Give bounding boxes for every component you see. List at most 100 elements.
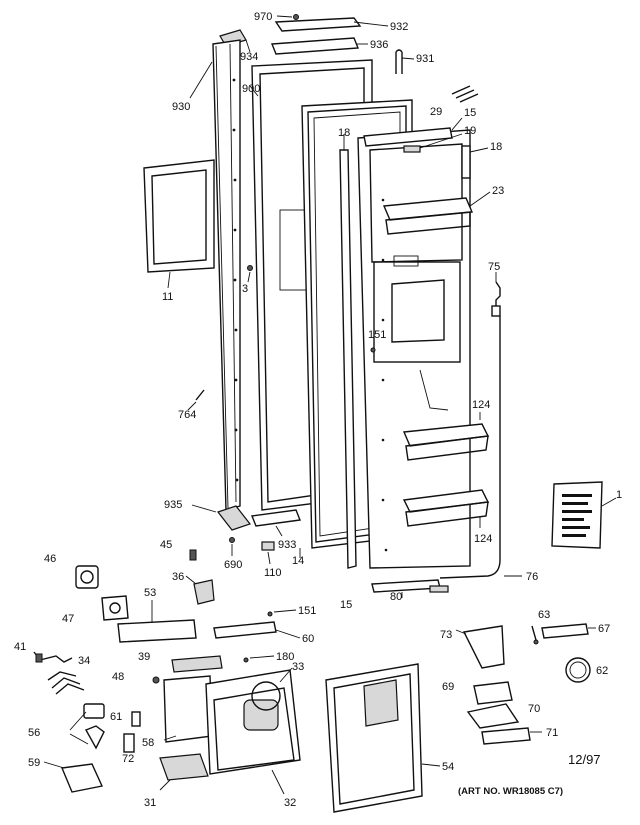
part-53-plate — [117, 600, 197, 643]
label-39: 39 — [138, 651, 150, 663]
part-690-screw — [229, 537, 235, 556]
part-60-bracket — [213, 621, 301, 639]
part-73-chute — [455, 625, 505, 669]
part-36-actuator — [185, 575, 215, 605]
label-31: 31 — [144, 797, 156, 809]
part-3-screw — [247, 265, 253, 283]
part-54-front-cover — [325, 663, 441, 813]
part-69-flapper — [473, 681, 513, 705]
part-34-harness — [47, 671, 85, 695]
label-11: 11 — [162, 291, 173, 303]
part-180-screw — [243, 655, 275, 663]
label-36: 36 — [172, 571, 184, 583]
label-56: 56 — [28, 727, 40, 739]
label-18a: 18 — [338, 127, 350, 139]
label-60: 60 — [302, 633, 314, 645]
label-110: 110 — [264, 567, 282, 579]
label-59: 59 — [28, 757, 40, 769]
part-67-lever — [541, 623, 596, 639]
label-931: 931 — [416, 53, 434, 65]
label-29: 29 — [430, 106, 442, 118]
part-124-upper-bin — [402, 412, 490, 461]
part-151-screw-b — [267, 609, 297, 617]
part-80-trim — [371, 579, 449, 598]
part-18-right-trim — [461, 145, 489, 179]
label-47: 47 — [62, 613, 74, 625]
part-15-top-bar — [363, 117, 463, 147]
label-23: 23 — [492, 185, 504, 197]
label-690: 690 — [224, 559, 242, 571]
label-32: 32 — [284, 797, 296, 809]
label-18b: 18 — [490, 141, 502, 153]
part-11-dispenser-window — [143, 159, 215, 289]
part-32-dispenser-housing — [205, 669, 301, 795]
label-15b: 15 — [340, 599, 352, 611]
label-71: 71 — [546, 727, 558, 739]
part-46-knob — [75, 565, 99, 589]
label-33: 33 — [292, 661, 304, 673]
part-61-socket — [131, 711, 141, 727]
label-930: 930 — [172, 101, 190, 113]
label-124b: 124 — [474, 533, 492, 545]
label-124a: 124 — [472, 399, 490, 411]
part-930-door-outer-panel — [189, 39, 241, 511]
label-62: 62 — [596, 665, 608, 677]
label-934: 934 — [240, 51, 258, 63]
label-151a: 151 — [368, 329, 386, 341]
label-34: 34 — [78, 655, 90, 667]
part-31-drip-tray — [159, 753, 209, 791]
part-62-ring — [565, 657, 591, 683]
label-932: 932 — [390, 21, 408, 33]
part-23-upper-shelf — [382, 191, 491, 235]
part-47-switch — [101, 595, 129, 621]
part-76-water-tube — [439, 316, 522, 579]
part-56-light — [69, 703, 105, 750]
label-1: 1 — [616, 489, 622, 501]
label-58: 58 — [142, 737, 154, 749]
label-3: 3 — [242, 283, 248, 295]
part-58-housing-left — [163, 675, 213, 743]
label-45: 45 — [160, 539, 172, 551]
label-69: 69 — [442, 681, 454, 693]
label-63: 63 — [538, 609, 550, 621]
part-18-trim-strip — [339, 134, 357, 569]
part-63-screw — [531, 625, 539, 645]
part-933-bottom-cap — [251, 509, 301, 537]
part-764-pin — [187, 389, 205, 411]
label-933: 933 — [278, 539, 296, 551]
part-124-lower-bin — [402, 489, 490, 528]
label-900: 900 — [242, 83, 260, 95]
part-29-clip — [451, 85, 479, 103]
label-61: 61 — [110, 711, 122, 723]
label-41: 41 — [14, 641, 26, 653]
label-72: 72 — [122, 753, 134, 765]
part-70-spring — [466, 703, 520, 729]
label-48: 48 — [112, 671, 124, 683]
label-970: 970 — [254, 11, 272, 23]
label-151b: 151 — [298, 605, 316, 617]
label-46: 46 — [44, 553, 56, 565]
label-935: 935 — [164, 499, 182, 511]
part-110-stop — [261, 541, 275, 565]
part-935-lower-hinge — [191, 504, 251, 531]
label-15a: 15 — [464, 107, 476, 119]
label-75: 75 — [488, 261, 500, 273]
part-45-pin — [189, 549, 197, 561]
part-39-board — [171, 655, 223, 673]
label-54: 54 — [442, 761, 454, 773]
label-67: 67 — [598, 623, 610, 635]
label-19: 19 — [464, 125, 476, 137]
part-19-bracket — [403, 133, 463, 153]
label-764: 764 — [178, 409, 196, 421]
label-180: 180 — [276, 651, 294, 663]
part-33-cap — [251, 667, 293, 711]
part-72-clip — [123, 733, 135, 753]
label-73: 73 — [440, 629, 452, 641]
part-48-screw — [152, 676, 160, 684]
part-1-instruction-card — [551, 481, 617, 549]
art-number: (ART NO. WR18085 C7) — [458, 786, 563, 797]
part-71-seal — [481, 727, 542, 745]
label-76: 76 — [526, 571, 538, 583]
